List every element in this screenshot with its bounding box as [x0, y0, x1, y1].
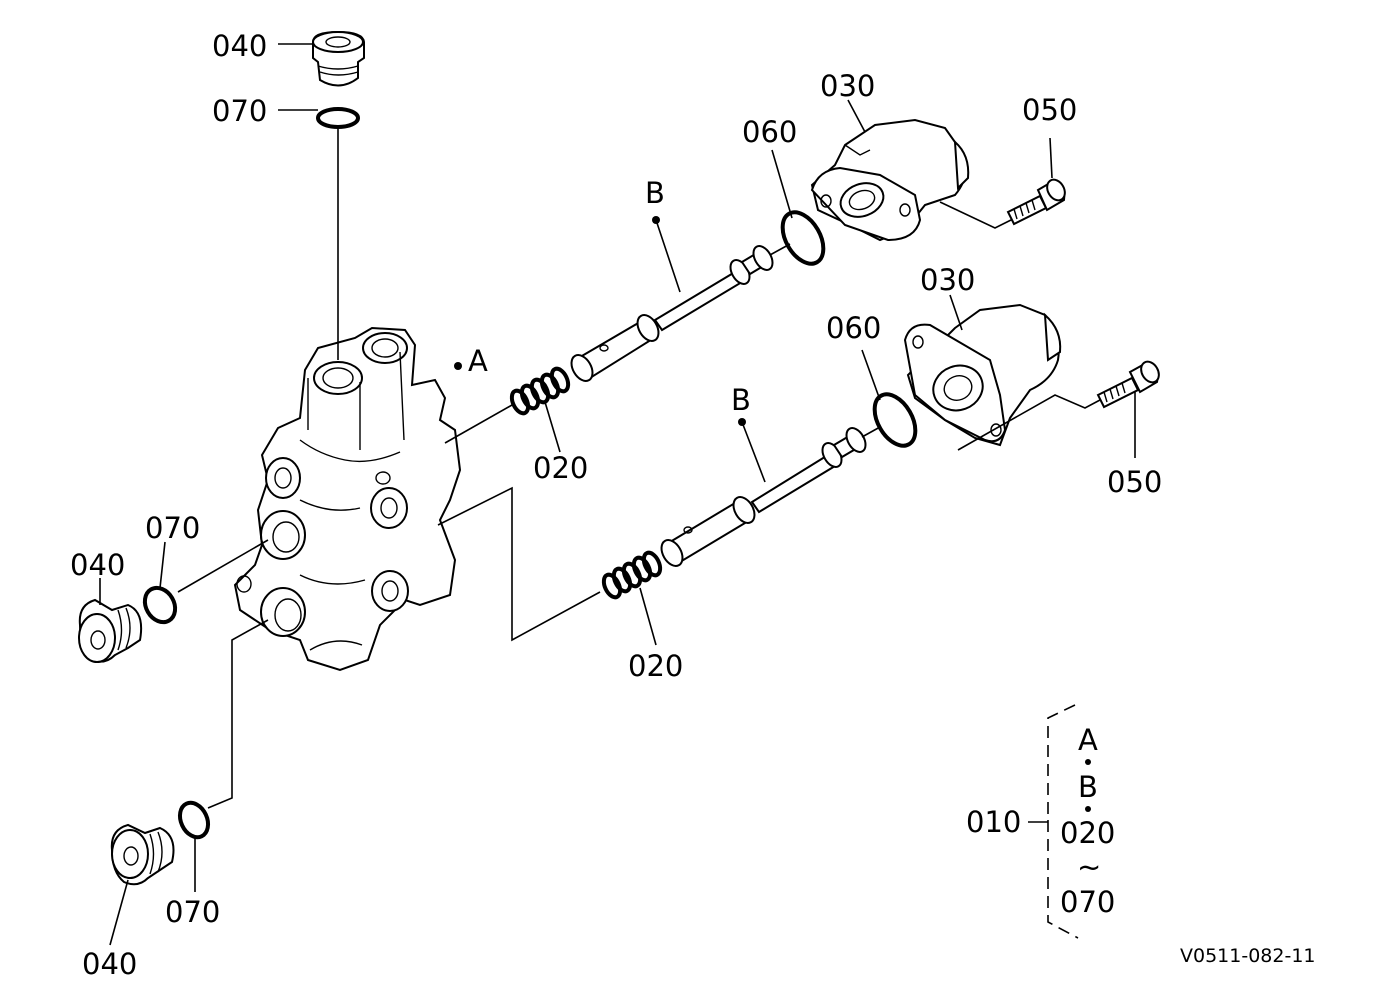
label-oring-left: 070: [145, 511, 200, 545]
oring-sol-lower: 060: [826, 311, 918, 448]
label-spring-lower: 020: [628, 649, 683, 683]
label-plug-bottom: 040: [82, 947, 137, 981]
label-spool-upper-ref: B: [645, 176, 665, 210]
bolt-lower: 050: [1096, 360, 1162, 499]
label-bolt-upper: 050: [1022, 93, 1077, 127]
legend-item-a: A: [1078, 723, 1098, 757]
label-body-ref: A: [468, 344, 488, 378]
plug-top: 040: [212, 29, 365, 87]
spool-upper: B: [570, 176, 791, 382]
label-plug-top: 040: [212, 29, 267, 63]
label-oring-sol-lower: 060: [826, 311, 881, 345]
label-plug-left: 040: [70, 548, 125, 582]
label-solenoid-lower: 030: [920, 263, 975, 297]
oring-sol-upper: 060: [742, 115, 826, 266]
spring-lower: 020: [601, 550, 683, 683]
valve-body: A: [233, 326, 488, 672]
label-bolt-lower: 050: [1107, 465, 1162, 499]
label-oring-bottom: 070: [165, 895, 220, 929]
label-solenoid-upper: 030: [820, 69, 875, 103]
solenoid-upper: 030: [810, 69, 970, 242]
oring-top: 070: [212, 94, 360, 129]
legend-range-tilde: ~: [1077, 850, 1101, 884]
legend-item-020: 020: [1060, 816, 1115, 850]
label-oring-sol-upper: 060: [742, 115, 797, 149]
label-spring-upper: 020: [533, 451, 588, 485]
legend-item-b: B: [1078, 770, 1098, 804]
diagram-code: V0511-082-11: [1180, 945, 1316, 967]
spool-lower: B: [660, 383, 881, 567]
assembly-legend: 010 A B 020 ~ 070: [966, 704, 1115, 939]
solenoid-lower: 030: [903, 263, 1062, 447]
label-oring-top: 070: [212, 94, 267, 128]
spring-upper: 020: [509, 366, 588, 485]
bolt-upper: 050: [1006, 93, 1077, 226]
oring-left: 070: [142, 511, 200, 625]
legend-assembly-number: 010: [966, 805, 1021, 839]
oring-bottom: 070: [165, 800, 220, 929]
plug-bottom: 040: [82, 823, 175, 981]
label-spool-lower-ref: B: [731, 383, 751, 417]
plug-left: 040: [70, 548, 143, 663]
legend-item-070: 070: [1060, 885, 1115, 919]
